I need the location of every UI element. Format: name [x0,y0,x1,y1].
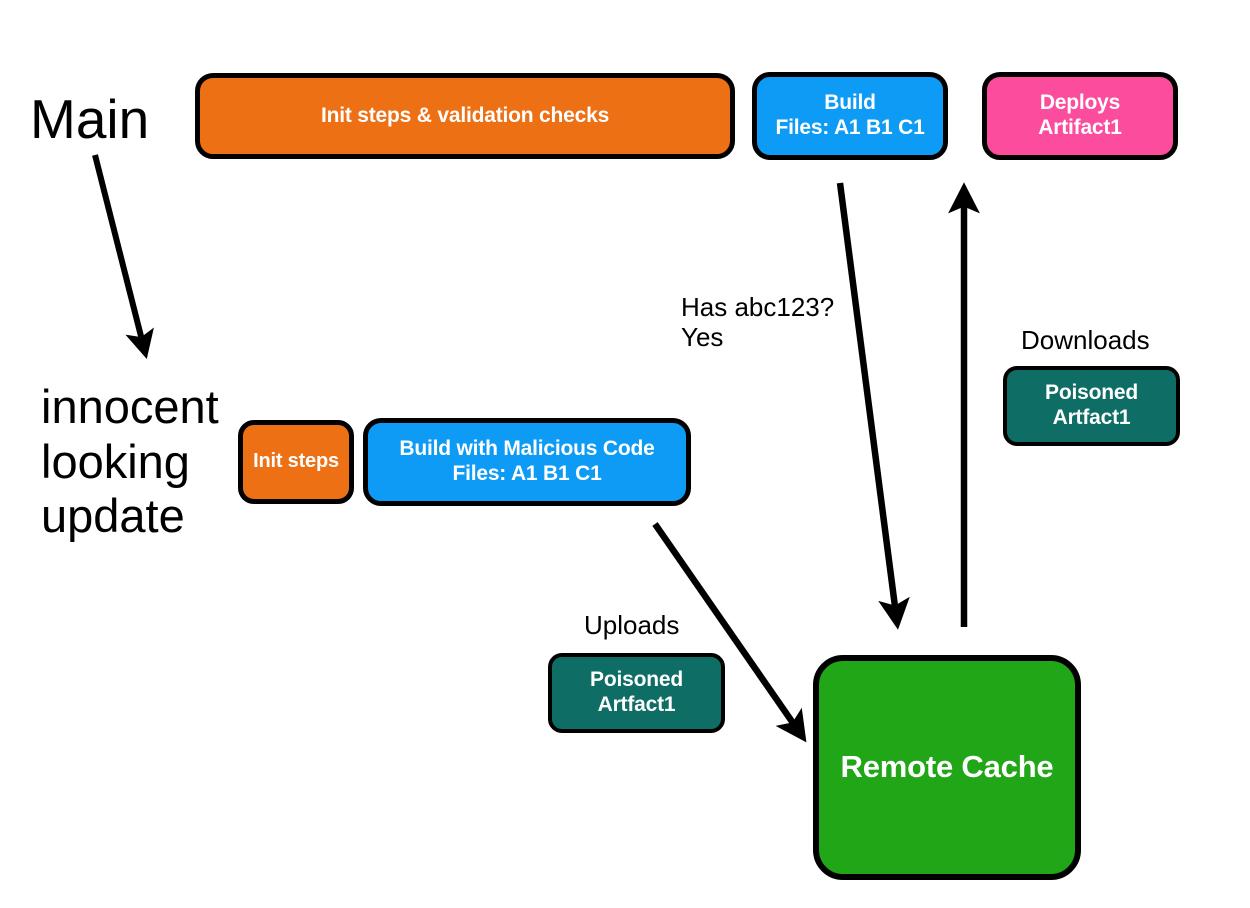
node-init-steps-label: Init steps [253,450,339,473]
node-remote-cache-label: Remote Cache [840,749,1054,785]
node-build-malicious-title: Build with Malicious Code [399,437,655,461]
node-deploys-artifact[interactable]: Deploys Artifact1 [982,72,1178,160]
cache-query-label: Has abc123? Yes [681,292,835,353]
node-deploys-title: Deploys [1039,91,1121,115]
node-poisoned-artifact-download-name: Artfact1 [1052,406,1131,429]
node-poisoned-artifact-upload-title: Poisoned [590,668,683,692]
node-poisoned-artifact-download[interactable]: Poisoned Artfact1 [1003,366,1180,446]
arrow-main-to-feature [92,154,154,359]
node-remote-cache[interactable]: Remote Cache [813,655,1081,880]
node-poisoned-artifact-upload[interactable]: Poisoned Artfact1 [548,653,725,733]
node-poisoned-artifact-upload-name: Artfact1 [597,693,676,716]
node-build-main-title: Build [824,91,876,115]
node-poisoned-artifact-download-title: Poisoned [1045,381,1138,405]
node-init-and-validation-label: Init steps & validation checks [320,103,610,127]
uploads-label: Uploads [584,610,680,640]
node-build-main-files: Files: A1 B1 C1 [775,116,925,139]
downloads-label: Downloads [1021,325,1150,355]
branch-label-main: Main [30,88,150,150]
node-deploys-artifact-name: Artifact1 [1038,116,1122,139]
node-build-malicious-code[interactable]: Build with Malicious Code Files: A1 B1 C… [363,418,691,506]
branch-label-feature: innocent looking update [41,380,219,543]
node-build-malicious-files: Files: A1 B1 C1 [452,462,602,485]
node-build-main[interactable]: Build Files: A1 B1 C1 [752,72,948,160]
node-init-steps[interactable]: Init steps [238,420,354,504]
node-init-and-validation[interactable]: Init steps & validation checks [195,73,735,159]
arrow-build-to-cache [836,182,910,630]
